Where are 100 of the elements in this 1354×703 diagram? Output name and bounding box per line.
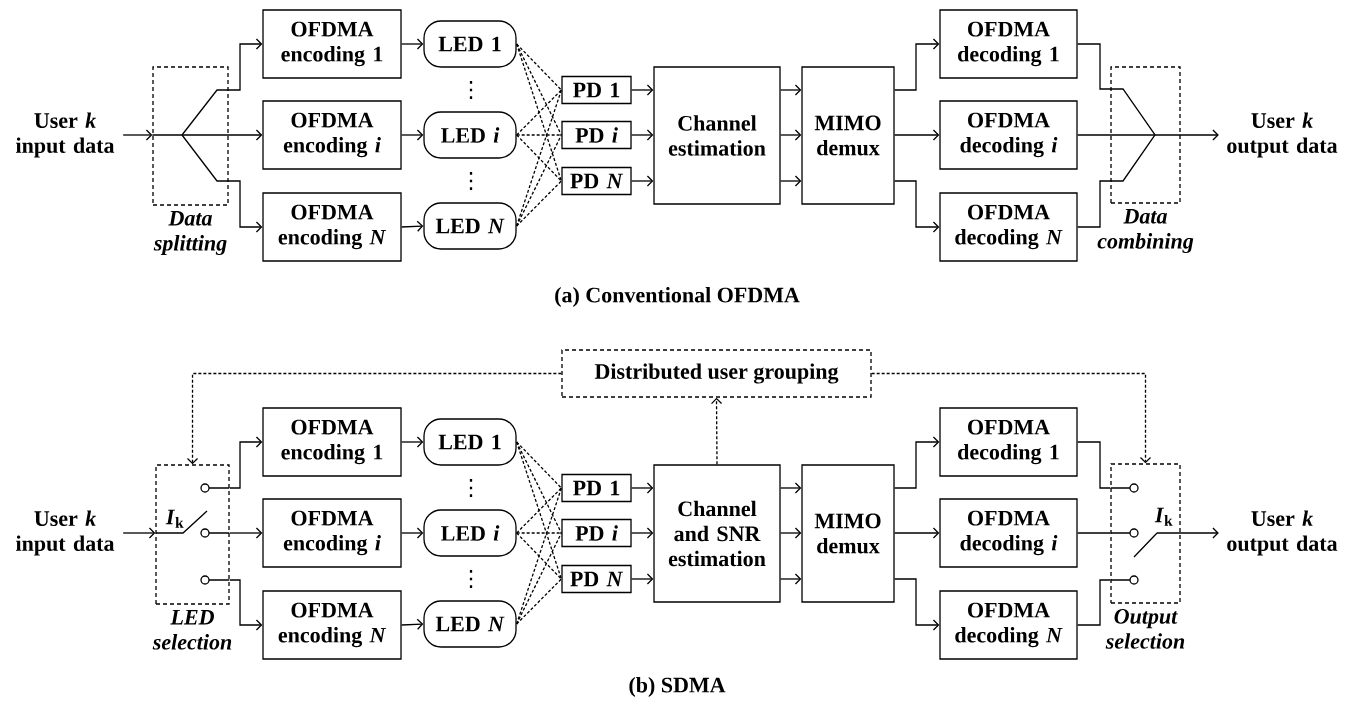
dotted-link <box>516 134 562 136</box>
box-caption: Data combining <box>1097 208 1194 254</box>
decoder-box: OFDMA decoding i <box>939 498 1078 568</box>
arrow <box>631 175 654 187</box>
photodiode-box: PD i <box>561 120 632 150</box>
connector-line <box>1077 43 1156 136</box>
dotted-link <box>516 43 562 182</box>
dotted-link <box>516 532 562 625</box>
dotted-link <box>516 487 562 625</box>
panel-caption: (b) SDMA <box>629 677 726 697</box>
arrow <box>122 129 153 141</box>
arrow <box>780 129 802 141</box>
decoder-box: OFDMA decoding N <box>939 192 1078 262</box>
arrow <box>631 129 654 141</box>
arrow <box>780 84 802 96</box>
arrow <box>401 618 424 630</box>
data-label: User k output data <box>1227 112 1338 158</box>
led-box: LED 1 <box>423 20 517 68</box>
arrow <box>780 175 802 187</box>
box-caption: Data splitting <box>153 210 227 256</box>
splitter-box <box>152 66 229 206</box>
arrow <box>631 84 654 96</box>
dotted-link <box>516 134 562 227</box>
box-caption: LED selection <box>152 609 232 650</box>
photodiode-box: PD N <box>561 564 632 594</box>
data-label: User k output data <box>1227 510 1338 556</box>
led-box: LED 1 <box>423 418 517 466</box>
arrow <box>151 129 263 141</box>
arrow <box>894 180 940 233</box>
arrow <box>631 573 654 585</box>
encoder-box: OFDMA encoding N <box>262 192 402 262</box>
arrow <box>229 436 263 489</box>
connector-line <box>1077 579 1111 626</box>
dotted-link <box>516 441 562 489</box>
arrow <box>780 482 802 494</box>
arrow <box>122 527 156 539</box>
arrow <box>401 220 424 232</box>
arrow <box>894 38 940 91</box>
encoder-box: OFDMA encoding i <box>262 498 402 568</box>
vertical-dots: ⋮ <box>469 172 473 190</box>
photodiode-box: PD 1 <box>561 473 632 503</box>
arrow <box>631 527 654 539</box>
dotted-link <box>516 134 562 182</box>
data-label: User k input data <box>16 112 115 158</box>
arrow <box>229 527 263 539</box>
encoder-box: OFDMA encoding 1 <box>262 9 402 79</box>
demux-box: MIMO demux <box>801 464 895 603</box>
vertical-dots: ⋮ <box>469 81 473 99</box>
decoder-box: OFDMA decoding 1 <box>939 9 1078 79</box>
dotted-link <box>516 578 562 625</box>
arrow <box>181 134 263 233</box>
dotted-link <box>516 89 562 227</box>
led-box: LED N <box>423 202 517 250</box>
arrow <box>894 129 940 141</box>
led-box: LED i <box>423 509 517 557</box>
switch-box: I$_{k}$ <box>155 464 230 605</box>
arrow <box>894 436 940 489</box>
arrow <box>894 578 940 631</box>
dotted-link <box>516 89 562 136</box>
arrow <box>401 38 424 50</box>
dotted-link <box>516 43 562 91</box>
dotted-link <box>516 532 562 534</box>
data-label: User k input data <box>16 510 115 556</box>
led-box: LED N <box>423 600 517 648</box>
connector-line <box>1077 134 1156 136</box>
grouping-box: Distributed user grouping <box>561 349 872 398</box>
arrow <box>631 482 654 494</box>
arrow <box>401 129 424 141</box>
encoder-box: OFDMA encoding 1 <box>262 407 402 477</box>
photodiode-box: PD i <box>561 518 632 548</box>
led-box: LED i <box>423 111 517 159</box>
connector-line <box>1077 134 1156 228</box>
encoder-box: OFDMA encoding i <box>262 100 402 170</box>
photodiode-box: PD 1 <box>561 75 632 105</box>
combiner-box <box>1110 66 1181 204</box>
connector-line <box>1077 532 1111 534</box>
decoder-box: OFDMA decoding 1 <box>939 407 1078 477</box>
arrow <box>1154 129 1219 141</box>
arrow <box>181 38 263 136</box>
estimation-box: Channel estimation <box>653 66 781 205</box>
arrow <box>894 527 940 539</box>
arrow <box>780 527 802 539</box>
dotted-link <box>516 487 562 534</box>
arrow <box>401 527 424 539</box>
panel-caption: (a) Conventional OFDMA <box>555 287 800 307</box>
demux-box: MIMO demux <box>801 66 895 205</box>
dotted-link <box>516 180 562 227</box>
box-caption: Output selection <box>1105 608 1185 649</box>
dotted-link <box>516 441 562 580</box>
photodiode-box: PD N <box>561 166 632 196</box>
decoder-box: OFDMA decoding i <box>939 100 1078 170</box>
arrow <box>780 573 802 585</box>
vertical-dots: ⋮ <box>469 479 473 497</box>
dotted-link <box>516 532 562 580</box>
connector-line <box>1077 441 1111 489</box>
estimation-box: Channel and SNR estimation <box>653 464 781 603</box>
decoder-box: OFDMA decoding N <box>939 590 1078 660</box>
arrow <box>401 436 424 448</box>
arrow <box>1156 527 1219 539</box>
dashed-arrow <box>710 397 723 465</box>
